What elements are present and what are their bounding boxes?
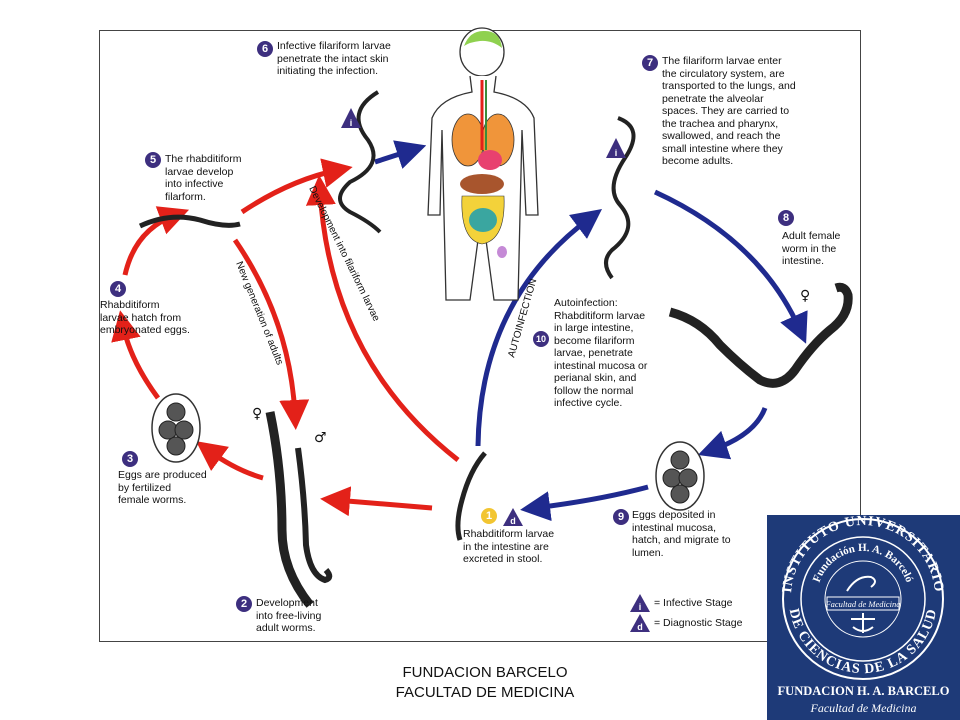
fundacion-barcelo-logo: INSTITUTO UNIVERSITARIO DE CIENCIAS DE L… [767, 514, 960, 720]
step-badge-8: 8 [778, 210, 794, 226]
step-badge-4: 4 [110, 281, 126, 297]
logo-name: FUNDACION H. A. BARCELO [777, 684, 950, 698]
step-badge-5: 5 [145, 152, 161, 168]
filariform-larva-lungs [604, 116, 636, 280]
arrow-development-filariform [305, 175, 460, 462]
diagnostic-stage-icon [503, 508, 523, 526]
filariform-larva-skin [338, 90, 382, 234]
human-body-illustration [427, 27, 539, 301]
badge-i-skin: i [350, 118, 353, 128]
arrow-lungs-to-intestine [653, 189, 808, 344]
intestinal-egg [655, 441, 705, 511]
male-symbol-free: ♂ [314, 430, 327, 446]
rhabditiform-larva-free [138, 214, 241, 229]
logo-seal: INSTITUTO UNIVERSITARIO DE CIENCIAS DE L… [780, 514, 946, 680]
legend-badge-i: i [639, 602, 642, 612]
logo-banner: Facultad de Medicina [824, 599, 900, 609]
arrow-skin-to-body [374, 140, 427, 169]
arrow-adult-to-eggs [697, 407, 768, 460]
free-living-adult-male [295, 447, 333, 584]
legend-infective: = Infective Stage [654, 597, 733, 609]
arrow-2-to-3 [195, 441, 264, 481]
logo-subtitle: Facultad de Medicina [810, 701, 917, 715]
arrow-new-generation [232, 238, 310, 430]
infective-stage-icon-lungs [606, 138, 626, 158]
female-symbol-intestine: ♀ [800, 288, 810, 304]
svg-text:INSTITUTO UNIVERSITARIO: INSTITUTO UNIVERSITARIO [780, 515, 946, 593]
step-badge-10: 10 [533, 331, 549, 347]
step-badge-7: 7 [642, 55, 658, 71]
footer-line-2: FACULTAD DE MEDICINA [395, 684, 575, 701]
rhabditiform-larva-intestine [455, 451, 487, 541]
arrow-1-to-2 [320, 486, 433, 517]
step-badge-1: 1 [481, 508, 497, 524]
legend-diagnostic-icon [630, 614, 650, 632]
arrow-3-to-4 [111, 310, 161, 400]
logo-ring-top: INSTITUTO UNIVERSITARIO [780, 514, 945, 594]
free-living-adult-female [265, 411, 314, 608]
badge-d: d [510, 516, 516, 526]
step-badge-9: 9 [613, 509, 629, 525]
adult-female-worm-intestine [668, 282, 853, 388]
arrow-eggs-to-larvae [520, 484, 649, 522]
step-badge-2: 2 [236, 596, 252, 612]
badge-i-lungs: i [615, 148, 618, 158]
arrow-autoinfection [475, 209, 603, 447]
legend-badge-d: d [637, 622, 643, 632]
footer: FUNDACION BARCELO FACULTAD DE MEDICINA [330, 663, 640, 703]
embryonated-egg [151, 393, 201, 463]
footer-line-1: FUNDACION BARCELO [402, 664, 568, 681]
female-symbol-free: ♀ [252, 406, 262, 422]
legend-diagnostic: = Diagnostic Stage [654, 617, 743, 629]
step-badge-6: 6 [257, 41, 273, 57]
arrow-5-to-6 [240, 158, 353, 215]
infective-stage-icon-skin [341, 108, 361, 128]
legend-infective-icon [630, 594, 650, 612]
step-badge-3: 3 [122, 451, 138, 467]
